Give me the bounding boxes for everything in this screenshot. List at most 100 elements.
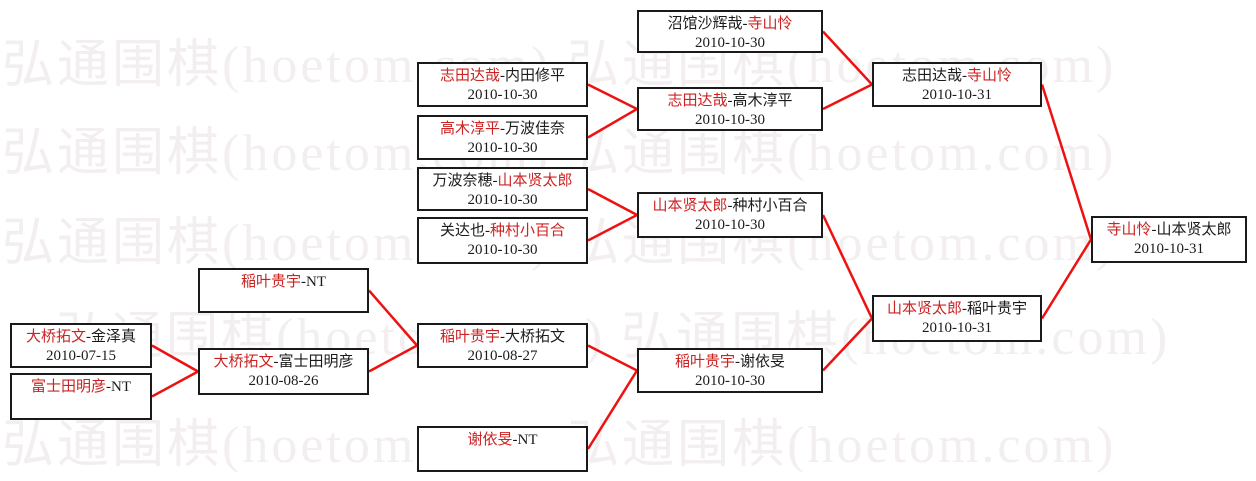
match-date: 2010-10-31 xyxy=(922,87,992,103)
player-name: 高木淳平 xyxy=(439,121,500,137)
match-box: 志田达哉-高木淳平 2010-10-30 xyxy=(637,87,823,131)
match-players: 寺山怜-山本贤太郎 xyxy=(1093,218,1245,240)
player-name: 万波佳奈 xyxy=(505,121,566,137)
connector-line xyxy=(151,370,199,398)
match-date: 2010-10-31 xyxy=(922,320,992,336)
match-players: 大桥拓文-金泽真 xyxy=(12,325,150,347)
name-separator: - xyxy=(735,354,740,370)
player-name: 谢依旻 xyxy=(467,432,513,448)
player-name: 大桥拓文 xyxy=(213,354,274,370)
match-players: 稲叶贵宇-大桥拓文 xyxy=(419,325,586,347)
player-name: 富士田明彦 xyxy=(278,354,354,370)
match-box: 山本贤太郎-稲叶贵宇 2010-10-31 xyxy=(872,295,1042,342)
match-players: 沼馆沙辉哉-寺山怜 xyxy=(639,12,821,34)
name-separator: - xyxy=(727,93,733,109)
match-players: 谢依旻-NT xyxy=(419,428,586,450)
player-name: 谢依旻 xyxy=(740,354,786,370)
match-date: 2010-07-15 xyxy=(46,348,116,364)
match-box: 大桥拓文-金泽真 2010-07-15 xyxy=(10,323,152,368)
player-name: 稲叶贵宇 xyxy=(240,274,301,290)
match-date: 2010-10-30 xyxy=(467,192,538,208)
player-name: 山本贤太郎 xyxy=(1156,222,1232,238)
match-date: 2010-10-30 xyxy=(695,373,765,389)
connector-line xyxy=(1040,238,1093,320)
name-separator: - xyxy=(485,223,490,239)
name-separator: - xyxy=(500,68,505,84)
player-name: 沼馆沙辉哉 xyxy=(667,16,743,32)
name-separator: - xyxy=(106,379,111,395)
match-date: 2010-10-30 xyxy=(695,217,765,233)
match-box: 万波奈穂-山本贤太郎 2010-10-30 xyxy=(417,167,588,211)
player-name: 高木淳平 xyxy=(732,93,793,109)
player-name: 寺山怜 xyxy=(967,68,1013,84)
player-name: 种村小百合 xyxy=(732,198,808,214)
player-name: 稲叶贵宇 xyxy=(967,301,1028,317)
match-date: 2010-10-30 xyxy=(695,35,765,51)
connector-line xyxy=(821,214,874,320)
match-box: 关达也-种村小百合 2010-10-30 xyxy=(417,217,588,264)
player-name: 志田达哉 xyxy=(439,68,500,84)
match-players: 山本贤太郎-种村小百合 xyxy=(639,194,821,216)
connector-line xyxy=(587,107,638,139)
match-box: 稲叶贵宇-谢依旻 2010-10-30 xyxy=(637,348,823,393)
player-name: NT xyxy=(306,274,326,290)
match-players: 大桥拓文-富士田明彦 xyxy=(200,350,367,372)
match-box: 稲叶贵宇-大桥拓文 2010-08-27 xyxy=(417,323,588,368)
match-box: 志田达哉-内田修平 2010-10-30 xyxy=(417,62,588,107)
player-name: 金泽真 xyxy=(91,329,137,345)
player-name: 寺山怜 xyxy=(747,16,793,32)
name-separator: - xyxy=(512,432,518,448)
player-name: 稲叶贵宇 xyxy=(674,354,735,370)
match-date: 2010-10-31 xyxy=(1134,241,1204,257)
player-name: 志田达哉 xyxy=(667,93,728,109)
match-box: 志田达哉-寺山怜 2010-10-31 xyxy=(872,62,1042,107)
connector-line xyxy=(822,30,873,86)
player-name: 稲叶贵宇 xyxy=(439,329,500,345)
match-players: 山本贤太郎-稲叶贵宇 xyxy=(874,297,1040,319)
match-box: 大桥拓文-富士田明彦 2010-08-26 xyxy=(198,348,369,395)
name-separator: - xyxy=(727,198,733,214)
name-separator: - xyxy=(1151,222,1157,238)
connector-line xyxy=(587,344,638,372)
player-name: NT xyxy=(111,379,131,395)
match-box: 寺山怜-山本贤太郎 2010-10-31 xyxy=(1091,216,1247,263)
connector-line xyxy=(586,369,639,450)
match-players: 志田达哉-高木淳平 xyxy=(639,89,821,111)
player-name: 关达也 xyxy=(439,223,485,239)
match-date: 2010-10-30 xyxy=(467,140,538,156)
match-box: 高木淳平-万波佳奈 2010-10-30 xyxy=(417,115,588,160)
player-name: 富士田明彦 xyxy=(30,379,106,395)
name-separator: - xyxy=(742,16,748,32)
match-date: 2010-10-30 xyxy=(467,87,538,103)
match-players: 万波奈穂-山本贤太郎 xyxy=(419,169,586,191)
name-separator: - xyxy=(86,329,91,345)
match-players: 富士田明彦-NT xyxy=(12,375,150,397)
player-name: 大桥拓文 xyxy=(505,329,566,345)
connector-line xyxy=(587,187,638,217)
name-separator: - xyxy=(500,329,505,345)
player-name: 山本贤太郎 xyxy=(497,173,573,189)
match-box: 谢依旻-NT xyxy=(417,426,588,472)
match-box: 稲叶贵宇-NT xyxy=(198,268,369,313)
name-separator: - xyxy=(273,354,279,370)
connector-line xyxy=(368,289,418,347)
name-separator: - xyxy=(500,121,505,137)
player-name: 志田达哉 xyxy=(901,68,962,84)
match-box: 山本贤太郎-种村小百合 2010-10-30 xyxy=(637,192,823,238)
match-players: 关达也-种村小百合 xyxy=(419,219,586,241)
match-date: 2010-10-30 xyxy=(467,242,538,258)
match-box: 沼馆沙辉哉-寺山怜 2010-10-30 xyxy=(637,10,823,53)
name-separator: - xyxy=(962,301,967,317)
connector-line xyxy=(822,317,873,372)
connector-line xyxy=(368,344,418,373)
match-players: 高木淳平-万波佳奈 xyxy=(419,117,586,139)
connector-line xyxy=(587,213,638,242)
player-name: 种村小百合 xyxy=(490,223,566,239)
player-name: 山本贤太郎 xyxy=(652,198,728,214)
match-players: 志田达哉-内田修平 xyxy=(419,64,586,86)
player-name: 寺山怜 xyxy=(1106,222,1152,238)
match-date: 2010-08-27 xyxy=(467,348,538,364)
match-box: 富士田明彦-NT xyxy=(10,373,152,420)
match-players: 稲叶贵宇-NT xyxy=(200,270,367,292)
